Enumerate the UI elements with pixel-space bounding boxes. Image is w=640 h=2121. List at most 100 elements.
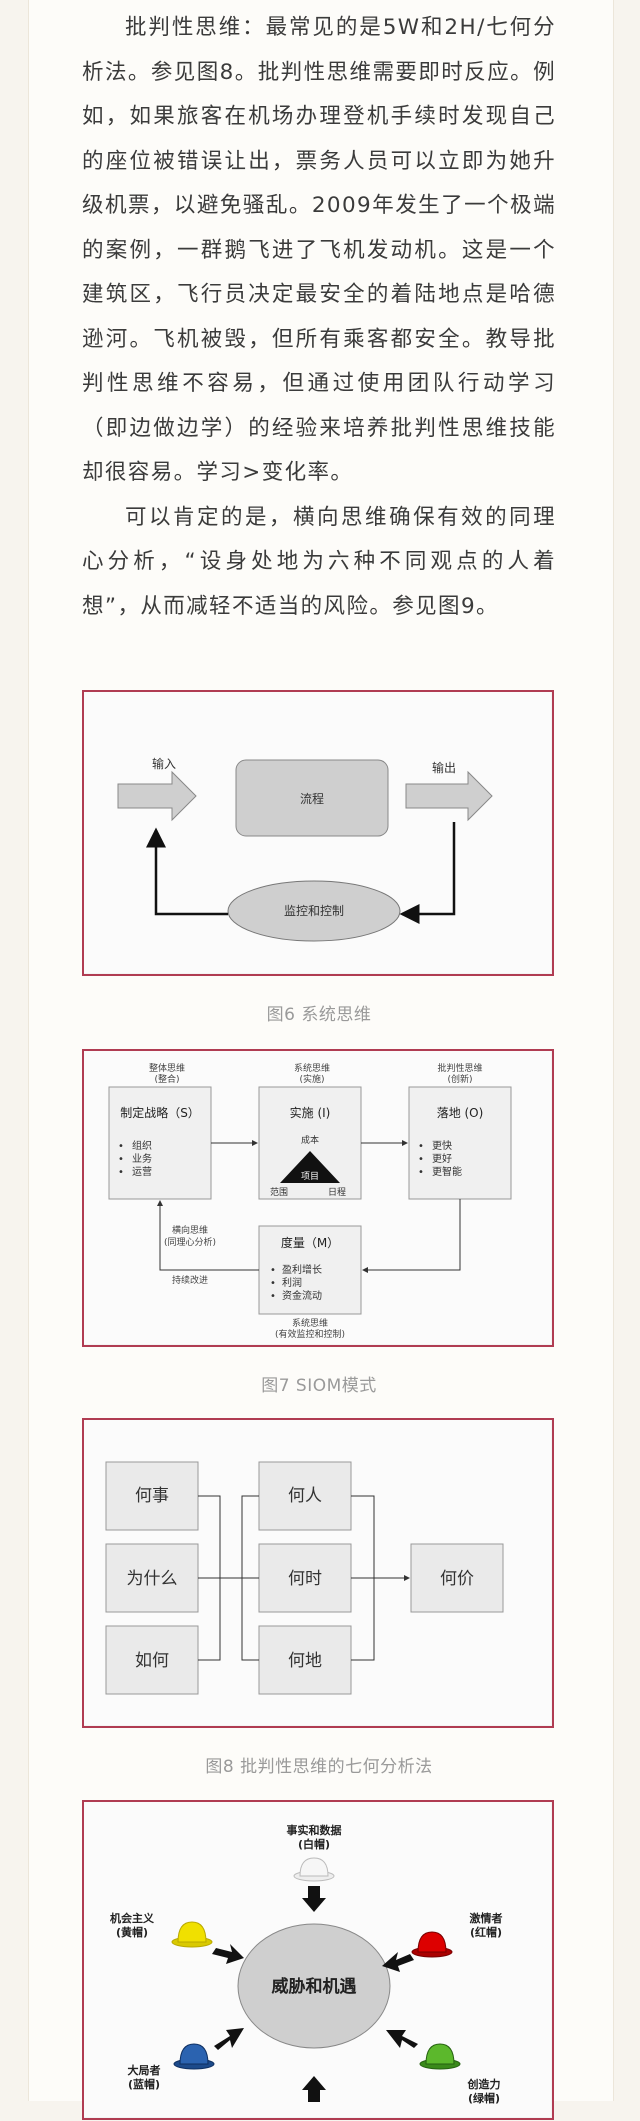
s-bullet-3: • bbox=[118, 1167, 124, 1178]
how-much-label: 何价 bbox=[440, 1569, 474, 1589]
green-hat-label-2: (绿帽) bbox=[468, 2091, 500, 2105]
middle-left-bracket bbox=[241, 1495, 259, 1661]
figure-7-caption: 图7 SIOM模式 bbox=[261, 1376, 377, 1396]
m-to-s-arrow bbox=[157, 1200, 259, 1271]
how-much-box bbox=[410, 1543, 504, 1613]
output-arrow bbox=[405, 770, 493, 822]
i-top-label: 系统思维 bbox=[294, 1062, 330, 1074]
when-label: 何时 bbox=[288, 1569, 322, 1589]
o-item-2: 更好 bbox=[432, 1153, 452, 1165]
red-hat-label: 激情者 bbox=[470, 1911, 503, 1925]
strategy-box bbox=[108, 1086, 212, 1200]
six-hats-diagram: 威胁和机遇 事实和数据 (白帽) 机会主义 (黄帽) 激情者 (红帽) bbox=[84, 1802, 551, 2117]
s-item-3: 运营 bbox=[132, 1165, 152, 1178]
s-top-label-2: (整合) bbox=[154, 1073, 179, 1085]
where-label: 何地 bbox=[288, 1651, 322, 1671]
process-box bbox=[235, 759, 389, 837]
m-item-2: 利润 bbox=[282, 1276, 302, 1289]
output-label: 输出 bbox=[432, 760, 456, 775]
yellow-arrow bbox=[212, 1944, 244, 1964]
center-ellipse bbox=[237, 1923, 391, 2049]
what-box bbox=[105, 1461, 199, 1531]
project-label: 项目 bbox=[301, 1171, 319, 1182]
red-hat-icon bbox=[411, 1931, 453, 1958]
red-hat-label-2: (红帽) bbox=[470, 1925, 502, 1939]
strategy-title: 制定战略（S） bbox=[120, 1105, 200, 1120]
figure-9: 威胁和机遇 事实和数据 (白帽) 机会主义 (黄帽) 激情者 (红帽) bbox=[82, 1800, 554, 2120]
m-item-3: 资金流动 bbox=[282, 1289, 322, 1302]
blue-hat-label-2: (蓝帽) bbox=[128, 2077, 160, 2091]
white-hat-icon bbox=[293, 1857, 335, 1882]
center-label: 威胁和机遇 bbox=[272, 1976, 357, 1997]
input-label: 输入 bbox=[152, 756, 176, 771]
i-top-label-2: (实施) bbox=[299, 1073, 324, 1085]
green-hat-label: 创造力 bbox=[467, 2077, 501, 2091]
scope-label: 范围 bbox=[270, 1186, 288, 1198]
s-bullet-1: • bbox=[118, 1141, 124, 1152]
blue-arrow bbox=[214, 2028, 244, 2050]
lateral-label: 横向思维 bbox=[172, 1224, 208, 1236]
s-item-1: 组织 bbox=[132, 1139, 152, 1152]
o-item-3: 更智能 bbox=[432, 1165, 462, 1178]
implement-title: 实施 (I) bbox=[290, 1105, 331, 1120]
o-to-m-arrow bbox=[362, 1199, 461, 1273]
seven-questions-diagram: 何事 为什么 如何 何人 何时 何地 何价 bbox=[84, 1420, 551, 1725]
how-label: 如何 bbox=[135, 1651, 169, 1671]
red-arrow bbox=[382, 1952, 414, 1972]
m-bottom-label: 系统思维 bbox=[292, 1317, 328, 1329]
yellow-hat-label-2: (黄帽) bbox=[116, 1925, 148, 1939]
figure-6-caption: 图6 系统思维 bbox=[266, 1005, 372, 1025]
m-bullet-2: • bbox=[270, 1278, 276, 1289]
s-item-2: 业务 bbox=[132, 1152, 152, 1165]
white-hat-label-2: (白帽) bbox=[298, 1837, 330, 1851]
siom-diagram: 整体思维 (整合) 制定战略（S） • 组织 • 业务 • 运营 系统思维 (实… bbox=[84, 1051, 551, 1344]
blue-hat-icon bbox=[173, 2043, 215, 2070]
m-bullet-3: • bbox=[270, 1291, 276, 1302]
yellow-hat-icon bbox=[171, 1921, 213, 1948]
figure-8: 何事 为什么 如何 何人 何时 何地 何价 bbox=[82, 1418, 554, 1728]
paragraph-critical-thinking: 批判性思维：最常见的是5W和2H/七何分析法。参见图8。批判性思维需要即时反应。… bbox=[82, 15, 556, 485]
bottom-arrow bbox=[302, 2076, 326, 2102]
measure-title: 度量（M） bbox=[281, 1235, 339, 1250]
improve-label: 持续改进 bbox=[172, 1274, 208, 1286]
who-label: 何人 bbox=[288, 1486, 322, 1506]
o-top-label-2: (创新) bbox=[447, 1073, 472, 1085]
m-bullet-1: • bbox=[270, 1265, 276, 1276]
what-label: 何事 bbox=[135, 1486, 169, 1506]
o-bullet-1: • bbox=[418, 1141, 424, 1152]
s-bullet-2: • bbox=[118, 1154, 124, 1165]
m-bottom-label-2: (有效监控和控制) bbox=[275, 1328, 345, 1340]
blue-hat-label: 大局者 bbox=[128, 2063, 161, 2077]
input-arrow bbox=[117, 770, 197, 822]
schedule-label: 日程 bbox=[328, 1187, 346, 1198]
o-top-label: 批判性思维 bbox=[437, 1062, 482, 1074]
landing-title: 落地 (O) bbox=[437, 1106, 484, 1120]
why-label: 为什么 bbox=[127, 1569, 178, 1589]
how-box bbox=[105, 1625, 199, 1695]
figure-8-caption: 图8 批判性思维的七何分析法 bbox=[205, 1757, 433, 1777]
measure-box bbox=[258, 1225, 362, 1315]
m-item-1: 盈利增长 bbox=[282, 1263, 322, 1276]
figure-6: 输入 流程 输出 监控和控制 bbox=[82, 690, 554, 976]
feedback-arrow-left bbox=[146, 827, 228, 916]
green-hat-icon bbox=[419, 2043, 461, 2070]
figure-7: 整体思维 (整合) 制定战略（S） • 组织 • 业务 • 运营 系统思维 (实… bbox=[82, 1049, 554, 1347]
paragraph-lateral-thinking: 可以肯定的是，横向思维确保有效的同理心分析，“设身处地为六种不同观点的人着想”，… bbox=[82, 504, 556, 619]
monitor-label: 监控和控制 bbox=[284, 904, 344, 918]
project-triangle bbox=[280, 1151, 340, 1183]
feedback-arrow-right bbox=[399, 822, 456, 924]
white-hat-label: 事实和数据 bbox=[287, 1823, 342, 1837]
o-item-1: 更快 bbox=[432, 1140, 452, 1152]
green-arrow bbox=[386, 2030, 418, 2048]
white-arrow bbox=[302, 1886, 326, 1912]
process-label: 流程 bbox=[300, 791, 324, 806]
lateral-label-2: (同理心分析) bbox=[164, 1236, 216, 1248]
s-top-label: 整体思维 bbox=[149, 1062, 185, 1074]
cost-label: 成本 bbox=[301, 1134, 319, 1146]
why-box bbox=[105, 1543, 199, 1613]
yellow-hat-label: 机会主义 bbox=[110, 1911, 155, 1925]
o-bullet-2: • bbox=[418, 1154, 424, 1165]
system-thinking-diagram: 输入 流程 输出 监控和控制 bbox=[84, 692, 551, 973]
o-bullet-3: • bbox=[418, 1167, 424, 1178]
